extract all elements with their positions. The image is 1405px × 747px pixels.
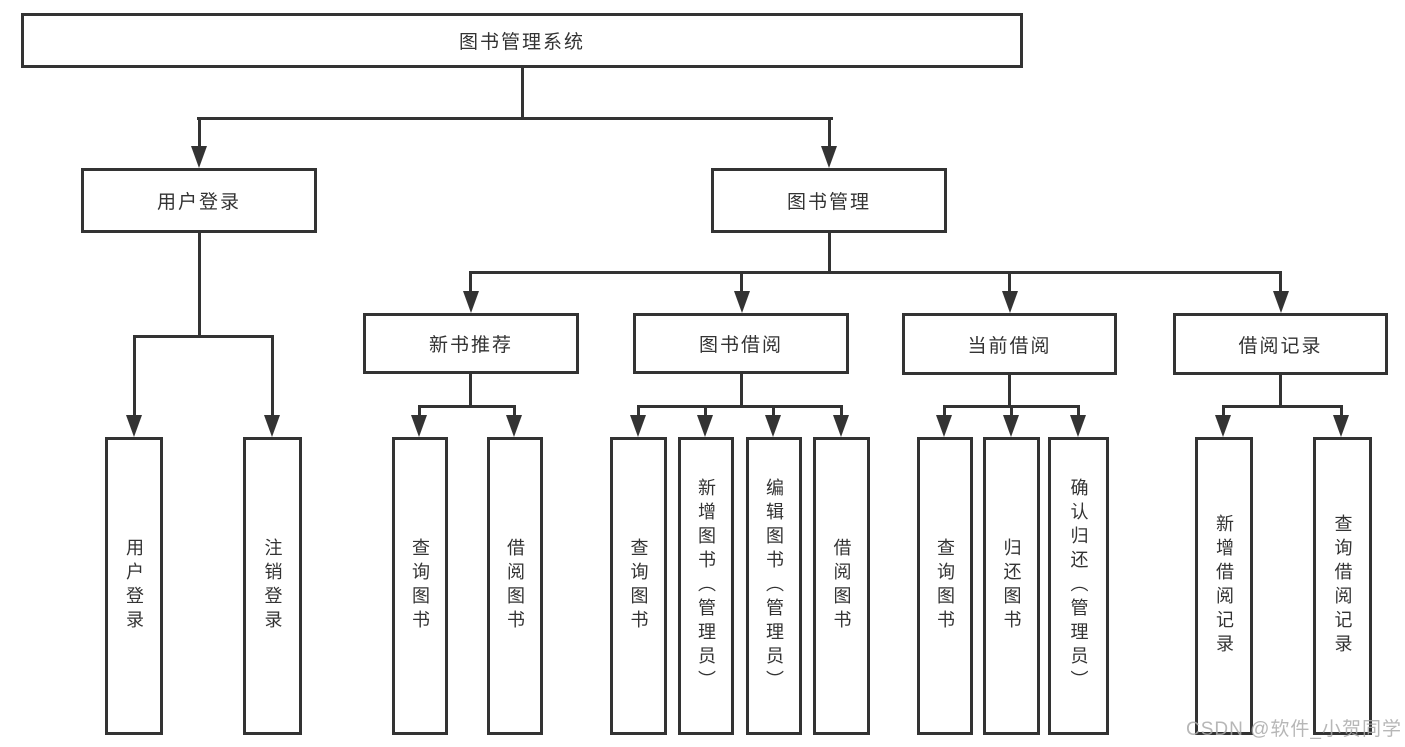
connector-line <box>1279 374 1282 407</box>
connector-line <box>1008 271 1011 294</box>
leaf-label: 借阅图书 <box>831 538 852 634</box>
connector-line <box>198 233 201 337</box>
leaf-label: 编辑图书（管理员） <box>764 478 784 694</box>
arrow-down-icon <box>463 291 479 313</box>
arrow-down-icon <box>506 415 522 437</box>
leaf-label: 查询借阅记录 <box>1332 514 1353 658</box>
connector-line <box>513 405 516 420</box>
leaf-user-login: 用户登录 <box>105 437 163 735</box>
arrow-down-icon <box>411 415 427 437</box>
leaf-label: 新增借阅记录 <box>1214 514 1234 658</box>
connector-line <box>271 335 274 418</box>
connector-line <box>1008 374 1011 407</box>
connector-line <box>740 271 743 294</box>
arrow-down-icon <box>1003 415 1019 437</box>
leaf-label: 用户登录 <box>124 538 144 634</box>
leaf-label: 查询图书 <box>628 538 649 634</box>
arrow-down-icon <box>126 415 142 437</box>
connector-line <box>198 117 201 149</box>
connector-line <box>521 68 524 120</box>
arrow-down-icon <box>264 415 280 437</box>
connector-line <box>828 233 831 273</box>
leaf-query-books-recommend: 查询图书 <box>392 437 448 735</box>
leaf-label: 新增图书（管理员） <box>696 478 716 694</box>
arrow-down-icon <box>734 291 750 313</box>
leaf-label: 注销登录 <box>262 538 283 634</box>
arrow-down-icon <box>1333 415 1349 437</box>
watermark-text: CSDN @软件_小贺同学 <box>1186 719 1402 740</box>
leaf-return-books: 归还图书 <box>983 437 1040 735</box>
node-book-borrow: 图书借阅 <box>633 313 849 374</box>
leaf-add-borrow-record: 新增借阅记录 <box>1195 437 1253 735</box>
connector-line <box>637 405 843 408</box>
connector-line <box>197 117 833 120</box>
connector-line <box>133 335 274 338</box>
leaf-label: 归还图书 <box>1001 538 1022 634</box>
leaf-confirm-return-admin: 确认归还（管理员） <box>1048 437 1109 735</box>
leaf-edit-books-admin: 编辑图书（管理员） <box>746 437 802 735</box>
node-root-system: 图书管理系统 <box>21 13 1023 68</box>
leaf-query-borrow-record: 查询借阅记录 <box>1313 437 1372 735</box>
connector-line <box>772 405 775 420</box>
node-new-book-recommend: 新书推荐 <box>363 313 579 374</box>
connector-line <box>418 405 421 420</box>
connector-line <box>1222 405 1225 420</box>
arrow-down-icon <box>697 415 713 437</box>
connector-line <box>943 405 946 420</box>
node-borrow-records: 借阅记录 <box>1173 313 1388 375</box>
connector-line <box>740 373 743 407</box>
connector-line <box>469 373 472 407</box>
arrow-down-icon <box>1070 415 1086 437</box>
arrow-down-icon <box>1215 415 1231 437</box>
connector-line <box>637 405 640 420</box>
arrow-down-icon <box>630 415 646 437</box>
leaf-query-books-current: 查询图书 <box>917 437 973 735</box>
leaf-label: 查询图书 <box>935 538 955 634</box>
connector-line <box>469 271 472 294</box>
node-book-management: 图书管理 <box>711 168 947 233</box>
leaf-label: 借阅图书 <box>505 538 525 634</box>
connector-line <box>1077 405 1080 420</box>
connector-line <box>1222 405 1343 408</box>
connector-line <box>1340 405 1343 420</box>
arrow-down-icon <box>191 146 207 168</box>
node-user-login: 用户登录 <box>81 168 317 233</box>
connector-line <box>469 271 1282 274</box>
connector-line <box>840 405 843 420</box>
arrow-down-icon <box>765 415 781 437</box>
leaf-borrow-books-recommend: 借阅图书 <box>487 437 543 735</box>
connector-line <box>1010 405 1013 420</box>
connector-line <box>1279 271 1282 294</box>
leaf-logout: 注销登录 <box>243 437 302 735</box>
arrow-down-icon <box>821 146 837 168</box>
node-current-borrow: 当前借阅 <box>902 313 1117 375</box>
arrow-down-icon <box>1002 291 1018 313</box>
arrow-down-icon <box>1273 291 1289 313</box>
leaf-add-books-admin: 新增图书（管理员） <box>678 437 734 735</box>
connector-line <box>828 117 831 149</box>
connector-line <box>418 405 516 408</box>
leaf-borrow-books: 借阅图书 <box>813 437 870 735</box>
arrow-down-icon <box>936 415 952 437</box>
leaf-query-books-borrow: 查询图书 <box>610 437 667 735</box>
connector-line <box>704 405 707 420</box>
arrow-down-icon <box>833 415 849 437</box>
leaf-label: 查询图书 <box>410 538 430 634</box>
connector-line <box>133 335 136 418</box>
leaf-label: 确认归还（管理员） <box>1068 478 1089 694</box>
